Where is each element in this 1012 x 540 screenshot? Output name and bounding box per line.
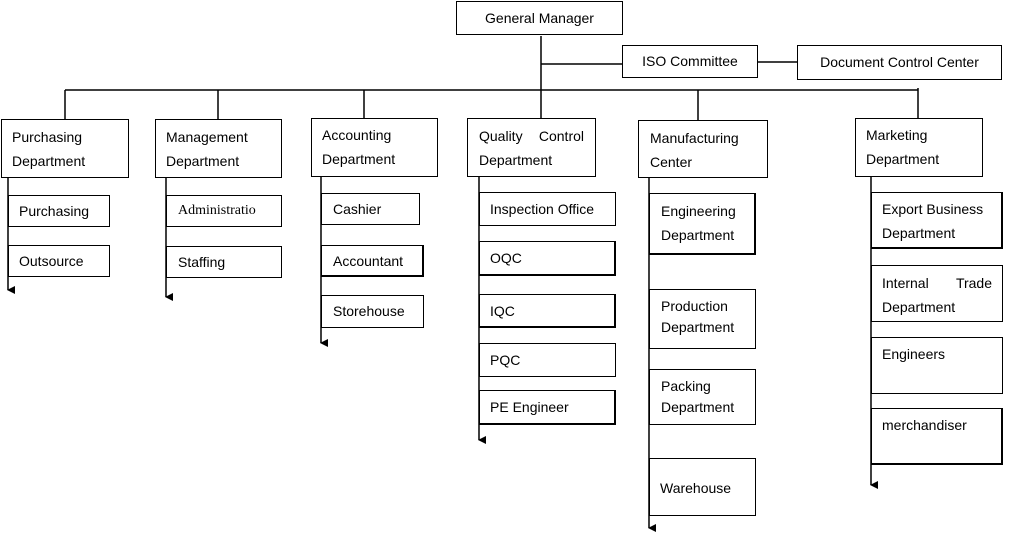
quality-control-dept-box: Quality Control Department bbox=[467, 118, 596, 177]
iso-committee-box: ISO Committee bbox=[622, 45, 758, 78]
accounting-dept-box: Accounting Department bbox=[311, 118, 438, 177]
iqc-unit-box: IQC bbox=[479, 294, 616, 328]
administration-unit-box: Administratio bbox=[166, 195, 282, 227]
general-manager-box: General Manager bbox=[456, 1, 623, 35]
outsource-unit-box: Outsource bbox=[8, 245, 110, 277]
production-dept-box: Production Department bbox=[649, 289, 756, 349]
storehouse-unit-box: Storehouse bbox=[321, 295, 424, 328]
export-business-dept-box: Export Business Department bbox=[871, 192, 1003, 249]
cashier-unit-box: Cashier bbox=[321, 193, 420, 225]
purchasing-unit-box: Purchasing bbox=[8, 195, 110, 227]
merchandiser-unit-box: merchandiser bbox=[871, 408, 1003, 465]
pe-engineer-unit-box: PE Engineer bbox=[479, 390, 616, 425]
manufacturing-center-box: Manufacturing Center bbox=[638, 120, 768, 178]
engineering-dept-box: Engineering Department bbox=[649, 193, 756, 255]
internal-trade-dept-box: Internal Trade Department bbox=[871, 265, 1003, 322]
marketing-dept-box: Marketing Department bbox=[855, 118, 983, 177]
pqc-unit-box: PQC bbox=[479, 343, 616, 377]
staffing-unit-box: Staffing bbox=[166, 246, 282, 278]
engineers-unit-box: Engineers bbox=[871, 337, 1003, 394]
management-dept-box: Management Department bbox=[155, 119, 282, 178]
purchasing-dept-box: Purchasing Department bbox=[1, 119, 129, 178]
packing-dept-box: Packing Department bbox=[649, 369, 756, 425]
accountant-unit-box: Accountant bbox=[321, 245, 424, 277]
inspection-office-box: Inspection Office bbox=[479, 192, 616, 226]
oqc-unit-box: OQC bbox=[479, 241, 616, 276]
document-control-box: Document Control Center bbox=[797, 45, 1002, 80]
warehouse-unit-box: Warehouse bbox=[649, 458, 756, 516]
